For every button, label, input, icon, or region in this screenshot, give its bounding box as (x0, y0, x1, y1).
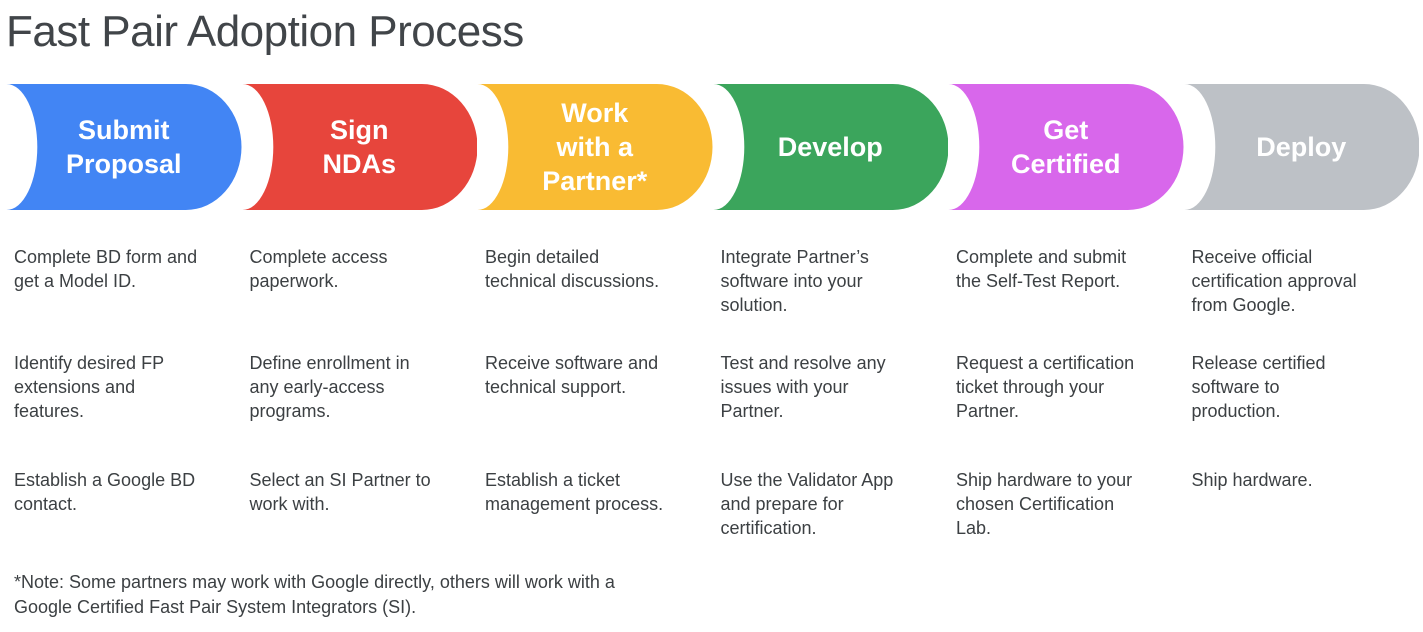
step-develop-2: Test and resolve any issues with your Pa… (720, 353, 886, 421)
step-sign-ndas-2: Define enrollment in any early-access pr… (249, 353, 410, 421)
stage-arrow-shape (712, 84, 948, 210)
stage-develop: Develop (712, 84, 948, 210)
step-develop-3: Use the Validator App and prepare for ce… (720, 470, 894, 538)
step-submit-proposal-2: Identify desired FP extensions and featu… (14, 353, 165, 421)
step-work-with-partner-2: Receive software and technical support. (485, 353, 659, 397)
stage-arrow-shape (948, 84, 1184, 210)
step-deploy-3: Ship hardware. (1191, 470, 1313, 490)
steps-grid: Complete BD form and get a Model ID. Com… (6, 245, 1419, 560)
step-get-certified-1: Complete and submit the Self-Test Report… (956, 247, 1127, 291)
step-get-certified-3: Ship hardware to your chosen Certificati… (956, 470, 1133, 538)
step-sign-ndas-3: Select an SI Partner to work with. (249, 470, 431, 514)
step-deploy-1: Receive official certification approval … (1191, 247, 1357, 315)
stage-sign-ndas: Sign NDAs (241, 84, 477, 210)
step-get-certified-2: Request a certification ticket through y… (956, 353, 1135, 421)
stage-arrow-shape (241, 84, 477, 210)
stage-arrow-shape (477, 84, 713, 210)
step-submit-proposal-1: Complete BD form and get a Model ID. (14, 247, 198, 291)
step-deploy-2: Release certified software to production… (1191, 353, 1326, 421)
step-sign-ndas-1: Complete access paperwork. (249, 247, 388, 291)
stage-get-certified: Get Certified (948, 84, 1184, 210)
footnote: *Note: Some partners may work with Googl… (14, 572, 615, 617)
stage-arrow-shape (1183, 84, 1419, 210)
step-work-with-partner-3: Establish a ticket management process. (485, 470, 664, 514)
step-develop-1: Integrate Partner’s software into your s… (720, 247, 869, 315)
step-submit-proposal-3: Establish a Google BD contact. (14, 470, 196, 514)
step-work-with-partner-1: Begin detailed technical discussions. (485, 247, 660, 291)
process-banner: Submit Proposal Sign NDAs Work with a Pa… (6, 84, 1419, 210)
stage-deploy: Deploy (1183, 84, 1419, 210)
page-title: Fast Pair Adoption Process (6, 7, 524, 56)
stage-work-with-partner: Work with a Partner* (477, 84, 713, 210)
stage-submit-proposal: Submit Proposal (6, 84, 242, 210)
stage-arrow-shape (6, 84, 242, 210)
